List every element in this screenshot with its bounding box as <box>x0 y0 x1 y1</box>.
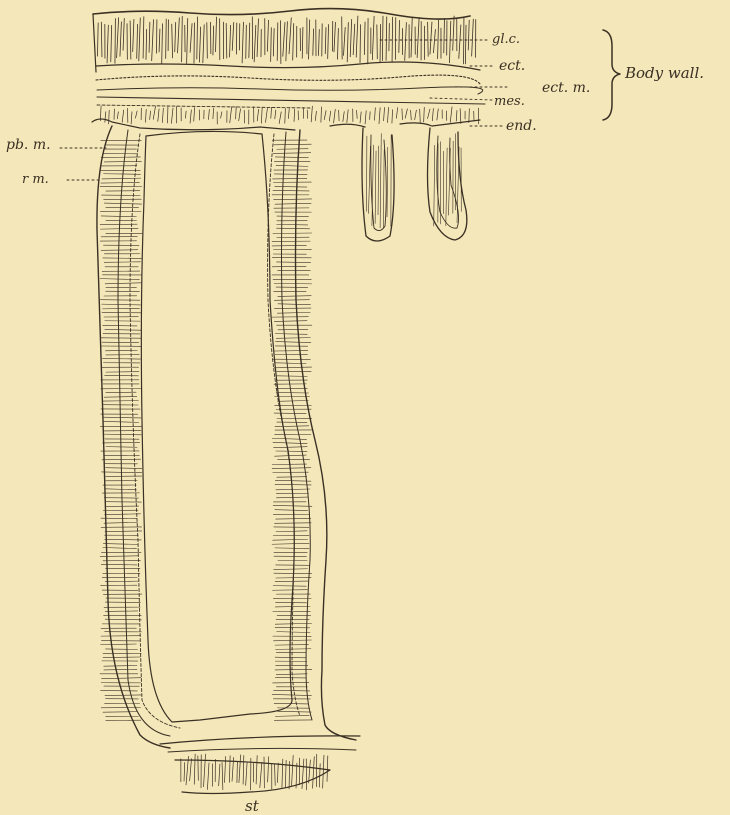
label-endoderm: end. <box>506 118 537 134</box>
ectoderm-layer <box>96 75 483 94</box>
label-r-m: r m. <box>22 172 49 187</box>
label-ectodermal-muscle: ect. m. <box>542 80 590 96</box>
label-st: st <box>245 797 259 815</box>
endoderm-villus-2 <box>428 128 467 240</box>
endoderm-villus-1 <box>362 128 394 241</box>
label-glandular-cells: gl.c. <box>492 32 520 47</box>
label-body-wall: Body wall. <box>625 64 704 82</box>
stomach-base-band <box>160 736 360 794</box>
endoderm-layer <box>92 106 480 130</box>
body-wall-brace <box>603 30 620 120</box>
label-mesoderm: mes. <box>494 94 525 109</box>
gastric-pouch <box>97 126 356 748</box>
label-pb-m: pb. m. <box>6 137 51 153</box>
label-ectoderm: ect. <box>499 58 525 74</box>
